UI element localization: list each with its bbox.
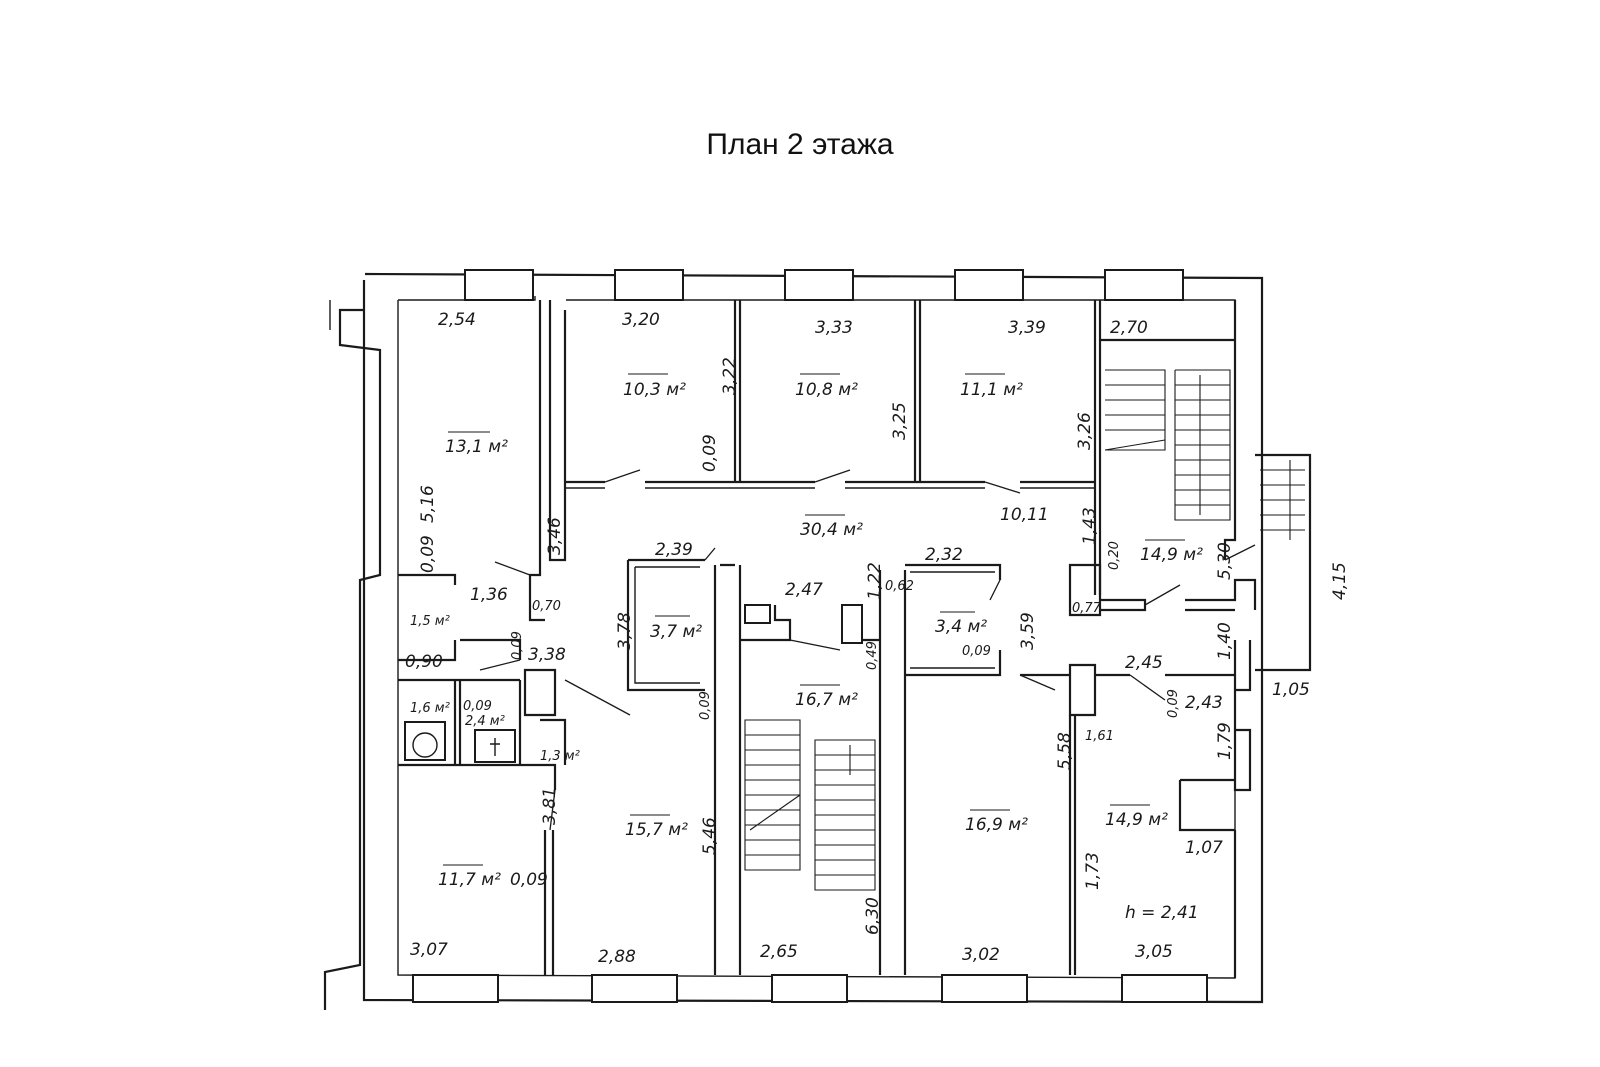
- stairs-center: [744, 719, 876, 891]
- dimension-label: 1,73: [1083, 852, 1103, 890]
- dimension-label: 0,09: [700, 434, 720, 472]
- area-label: 13,1 м²: [445, 437, 508, 457]
- area-label: 11,1 м²: [960, 380, 1023, 400]
- area-label: 14,9 м²: [1140, 545, 1203, 565]
- door-swings: [479, 469, 1256, 831]
- outer-walls: [323, 269, 1264, 1010]
- dimension-label: 2,43: [1185, 693, 1223, 713]
- dimension-label: 0,49: [865, 641, 880, 670]
- dimension-label: 0,09: [418, 535, 438, 573]
- dimension-label: 2,70: [1110, 318, 1148, 338]
- dimension-label: 0,09: [1166, 689, 1181, 718]
- area-label: 16,9 м²: [965, 815, 1028, 835]
- dimension-label: 3,20: [622, 310, 660, 330]
- dimension-label: 6,30: [863, 897, 883, 935]
- dimension-label: 3,59: [1018, 612, 1038, 650]
- stairs-exterior: [1255, 453, 1312, 672]
- dimension-label: 1,22: [865, 562, 885, 600]
- dimension-label: 0,09: [463, 699, 492, 714]
- area-label: 1,3 м²: [540, 749, 580, 764]
- dimension-label: 1,36: [470, 585, 508, 605]
- dimension-label: 0,09: [510, 631, 525, 660]
- dimension-label: 3,22: [720, 357, 740, 395]
- dimension-label: 1,61: [1085, 729, 1114, 744]
- dimension-label: 2,39: [655, 540, 693, 560]
- dimension-label: 3,39: [1008, 318, 1046, 338]
- dimension-label: 10,11: [1000, 505, 1049, 525]
- dimension-label: 1,07: [1185, 838, 1223, 858]
- dimension-label: 1,40: [1215, 622, 1235, 660]
- dimension-label: 0,90: [405, 652, 443, 672]
- dimension-label: 2,65: [760, 942, 798, 962]
- dimension-label: 1,05: [1272, 680, 1310, 700]
- dimension-label: 3,33: [815, 318, 853, 338]
- plan-title: План 2 этажа: [706, 128, 894, 161]
- dimension-label: 2,54: [438, 310, 476, 330]
- dimension-label: 5,16: [418, 485, 438, 523]
- stairs-top-right: [1104, 369, 1231, 521]
- dimension-label: 0,20: [1107, 541, 1122, 570]
- area-label: 3,4 м²: [935, 617, 987, 637]
- dimension-labels: 2,54 3,20 3,33 3,39 2,70 3,22 3,25 3,26 …: [405, 310, 1350, 967]
- dimension-label: 0,09: [510, 870, 548, 890]
- area-label: 2,4 м²: [465, 714, 505, 729]
- dimension-label: 3,02: [962, 945, 1000, 965]
- area-label: 1,5 м²: [410, 614, 450, 629]
- dimension-label: 0,09: [698, 691, 713, 720]
- dimension-label: 3,25: [890, 402, 910, 440]
- dimension-label: 3,05: [1135, 942, 1173, 962]
- dimension-label: 2,32: [925, 545, 963, 565]
- dimension-label: h = 2,41: [1125, 903, 1199, 923]
- area-label: 10,3 м²: [623, 380, 686, 400]
- dimension-label: 1,79: [1215, 722, 1235, 760]
- area-label: 1,6 м²: [410, 701, 450, 716]
- dimension-label: 0,77: [1072, 601, 1102, 616]
- dimension-label: 4,15: [1330, 562, 1350, 600]
- area-label: 30,4 м²: [800, 520, 863, 540]
- dimension-label: 0,62: [885, 579, 914, 594]
- dimension-label: 3,78: [615, 612, 635, 650]
- dimension-label: 5,46: [700, 817, 720, 855]
- area-label: 10,8 м²: [795, 380, 858, 400]
- dimension-label: 1,43: [1080, 507, 1100, 545]
- interior-walls: [398, 300, 1257, 978]
- dimension-label: 2,88: [598, 947, 636, 967]
- dimension-label: 3,26: [1075, 412, 1095, 450]
- area-label: 14,9 м²: [1105, 810, 1168, 830]
- dimension-label: 2,47: [785, 580, 823, 600]
- dimension-label: 0,70: [532, 599, 561, 614]
- dimension-label: 3,46: [545, 517, 565, 555]
- area-labels: 13,1 м² 10,3 м² 10,8 м² 11,1 м² 30,4 м² …: [410, 373, 1203, 890]
- dimension-label: 5,58: [1055, 732, 1075, 770]
- dimension-label: 5,30: [1215, 542, 1235, 580]
- dimension-label: 0,09: [962, 644, 991, 659]
- area-label: 15,7 м²: [625, 820, 688, 840]
- dimension-label: 3,38: [528, 645, 566, 665]
- area-label: 16,7 м²: [795, 690, 858, 710]
- dimension-label: 3,07: [410, 940, 448, 960]
- dimension-label: 3,81: [540, 787, 560, 825]
- area-label: 3,7 м²: [650, 622, 702, 642]
- dimension-label: 2,45: [1125, 653, 1163, 673]
- area-label: 11,7 м²: [438, 870, 501, 890]
